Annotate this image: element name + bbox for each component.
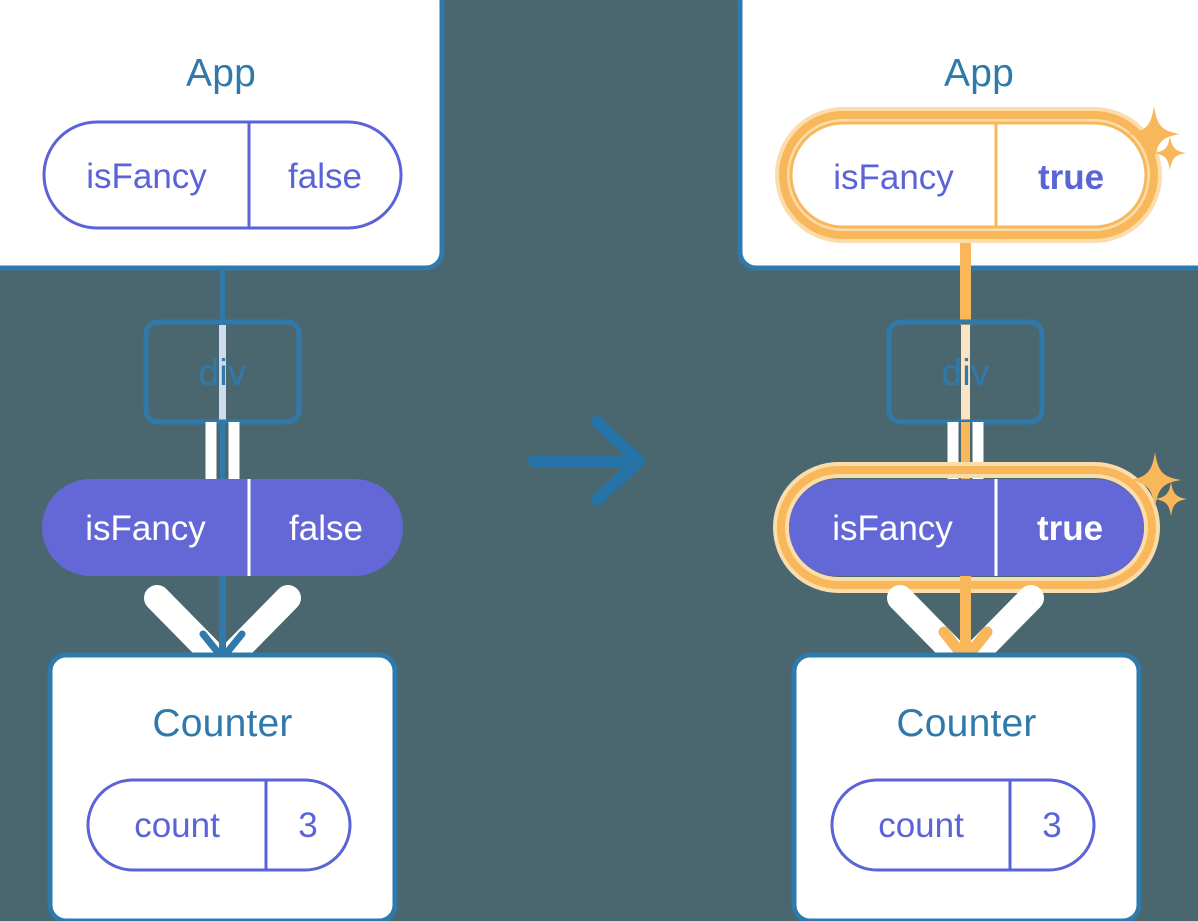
transition-arrow-icon bbox=[528, 416, 645, 506]
prop-flow-arrow-center-before bbox=[199, 576, 246, 662]
dom-card-before bbox=[143, 319, 302, 425]
app-state-pill-before bbox=[42, 120, 403, 230]
prop-pill-before bbox=[42, 479, 403, 576]
sparkle-icon-app-after bbox=[1128, 106, 1186, 170]
counter-state-pill-after bbox=[830, 778, 1096, 872]
app-state-pill-after bbox=[789, 121, 1148, 229]
prop-flow-arrows-before bbox=[144, 585, 301, 671]
connector-div-pill-before bbox=[205, 422, 240, 485]
prop-pill-after bbox=[789, 479, 1144, 576]
sparkle-icon-prop-after bbox=[1129, 452, 1187, 516]
panel-after bbox=[737, 0, 1198, 921]
app-state-pill-highlight-after bbox=[775, 107, 1162, 243]
prop-flow-arrows-after bbox=[887, 585, 1044, 671]
panel-before bbox=[0, 0, 445, 921]
counter-state-pill-before bbox=[86, 778, 352, 872]
